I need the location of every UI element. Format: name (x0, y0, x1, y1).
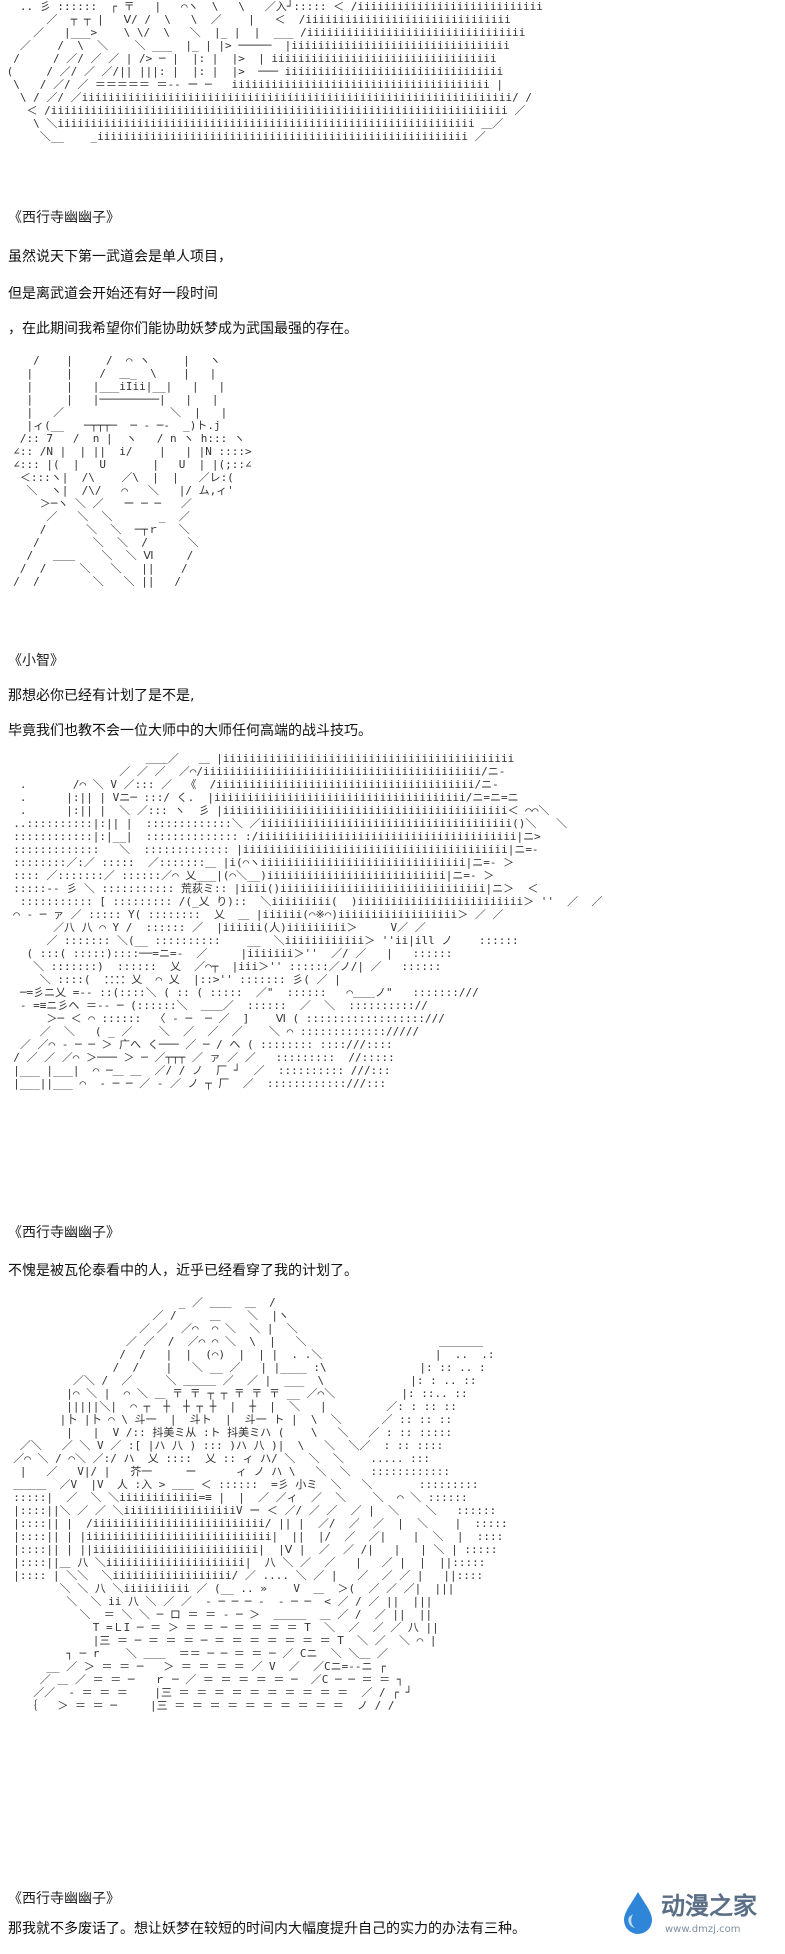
ascii-art-portrait: / | / ⌒ ヽ | ヽ | | / ＿_ \ | | | | |___iIi… (13, 354, 252, 588)
dialogue-line: 不愧是被瓦伦泰看中的人，近乎已经看穿了我的计划了。 (8, 1263, 358, 1279)
dialogue-line: 但是离武道会开始还有好一段时间 (8, 286, 218, 302)
site-watermark: 动漫之家 www.dmzj.com (621, 1886, 771, 1944)
speaker-label: 《小智》 (8, 653, 64, 669)
dialogue-line: 毕竟我们也教不会一位大师中的大师任何高端的战斗技巧。 (8, 723, 372, 739)
speaker-label: 《西行寺幽幽子》 (8, 210, 120, 226)
ascii-art-scene: ＿＿／ ＿ |iiiiiiiiiiiiiiiiiiiiiiiiiiiiiiiii… (13, 752, 603, 1090)
dialogue-line: ，在此期间我希望你们能协助妖梦成为武国最强的存在。 (8, 321, 358, 337)
dialogue-line: 虽然说天下第一武道会是单人项目， (8, 249, 232, 265)
ascii-art-top: .. 彡 :::::: ┌ 〒 | ⌒ヽ \ \ ／入┘::::: ＜ /iii… (6, 0, 543, 143)
watermark-name: 动漫之家 (661, 1892, 757, 1920)
speaker-label: 《西行寺幽幽子》 (8, 1225, 120, 1241)
watermark-url: www.dmzj.com (665, 1924, 741, 1935)
water-drop-icon (624, 1892, 652, 1934)
speaker-label: 《西行寺幽幽子》 (8, 1891, 120, 1907)
dialogue-line: 那我就不多废话了。想让妖梦在较短的时间内大幅度提升自己的实力的办法有三种。 (8, 1921, 526, 1937)
dialogue-line: 那想必你已经有计划了是不是, (8, 688, 195, 704)
ascii-art-character: _ ／ ＿＿ ＿ / ／ / ＿ ＼ |ヽ ／ ／ ／⌒ ⌒ ＼ ＼ | ＼ ／… (13, 1296, 508, 1712)
